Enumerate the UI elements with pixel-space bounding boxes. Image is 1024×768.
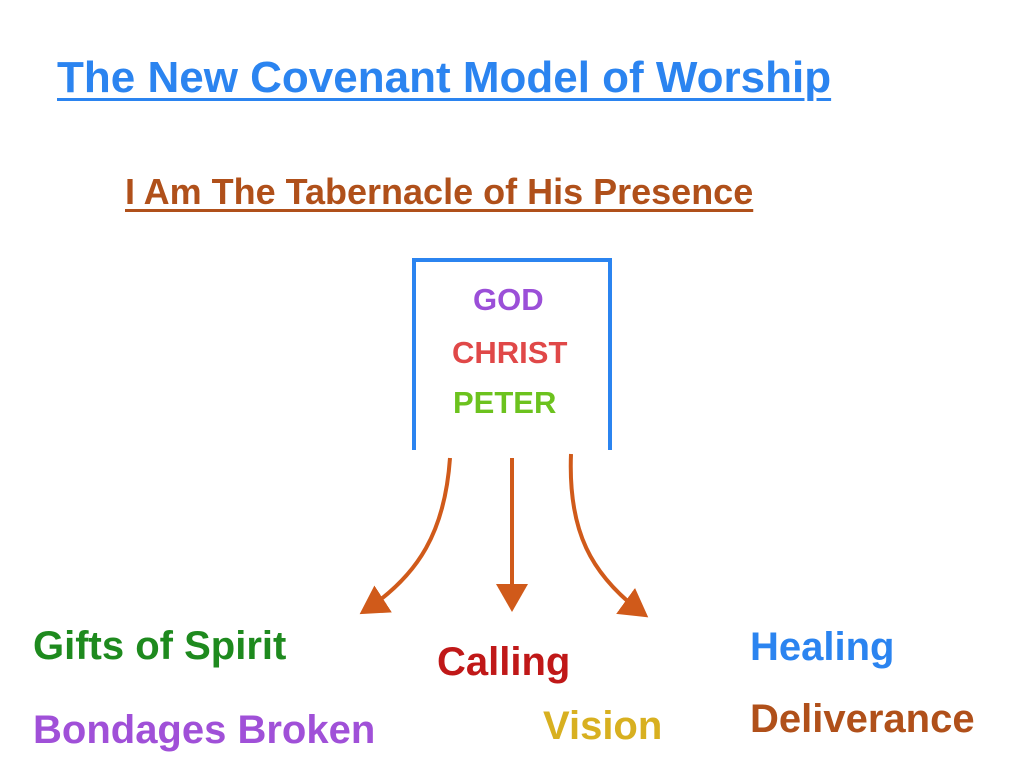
label-healing: Healing xyxy=(750,625,895,669)
slide-title: The New Covenant Model of Worship xyxy=(57,53,832,102)
label-gifts-of-spirit: Gifts of Spirit xyxy=(33,624,287,668)
slide-subtitle: I Am The Tabernacle of His Presence xyxy=(125,171,754,212)
tabernacle-box xyxy=(412,258,612,450)
label-peter: PETER xyxy=(453,385,557,420)
label-deliverance: Deliverance xyxy=(750,697,975,741)
label-vision: Vision xyxy=(543,704,663,748)
arrow-right xyxy=(568,453,649,618)
label-calling: Calling xyxy=(437,640,571,684)
label-bondages-broken: Bondages Broken xyxy=(33,708,376,752)
arrow-left xyxy=(359,457,452,615)
label-christ: CHRIST xyxy=(452,335,568,370)
label-god: GOD xyxy=(473,282,544,317)
